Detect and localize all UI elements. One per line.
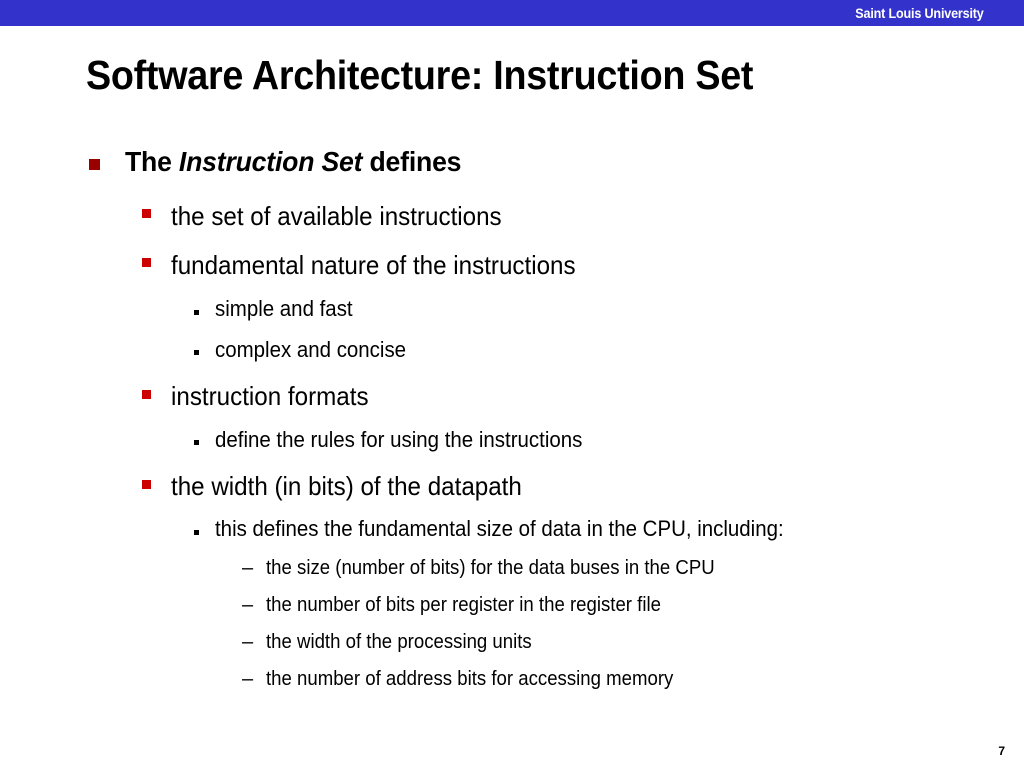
list-item: the width of the processing units: [266, 631, 532, 653]
dash-bullet-icon: –: [242, 557, 254, 579]
list-item: the set of available instructions: [171, 201, 502, 231]
level3-bullet-icon: [194, 440, 199, 445]
page-number: 7: [998, 744, 1005, 758]
institution-name: Saint Louis University: [855, 5, 985, 21]
list-item: this defines the fundamental size of dat…: [215, 516, 784, 541]
level3-bullet-icon: [194, 530, 199, 535]
level1-bullet-icon: [89, 159, 100, 170]
slide-title: Software Architecture: Instruction Set: [86, 52, 754, 98]
header-bar: Saint Louis University: [0, 0, 1024, 26]
level2-bullet-icon: [142, 390, 151, 399]
list-item: fundamental nature of the instructions: [171, 250, 576, 280]
list-item: complex and concise: [215, 337, 407, 362]
level3-bullet-icon: [194, 310, 199, 315]
instruction-set-term: Instruction Set: [178, 146, 363, 177]
main-bullet: The Instruction Set defines: [125, 146, 461, 178]
list-item: the number of address bits for accessing…: [266, 668, 674, 690]
list-item: the number of bits per register in the r…: [266, 594, 661, 616]
level3-bullet-icon: [194, 350, 199, 355]
list-item: the size (number of bits) for the data b…: [266, 557, 715, 579]
main-bullet-prefix: The: [125, 146, 179, 177]
level2-bullet-icon: [142, 258, 151, 267]
list-item: the width (in bits) of the datapath: [171, 471, 522, 501]
level2-bullet-icon: [142, 480, 151, 489]
dash-bullet-icon: –: [242, 668, 254, 690]
dash-bullet-icon: –: [242, 594, 254, 616]
level2-bullet-icon: [142, 209, 151, 218]
list-item: instruction formats: [171, 381, 369, 411]
list-item: simple and fast: [215, 296, 353, 321]
main-bullet-suffix: defines: [362, 146, 462, 177]
list-item: define the rules for using the instructi…: [215, 427, 583, 452]
dash-bullet-icon: –: [242, 631, 254, 653]
